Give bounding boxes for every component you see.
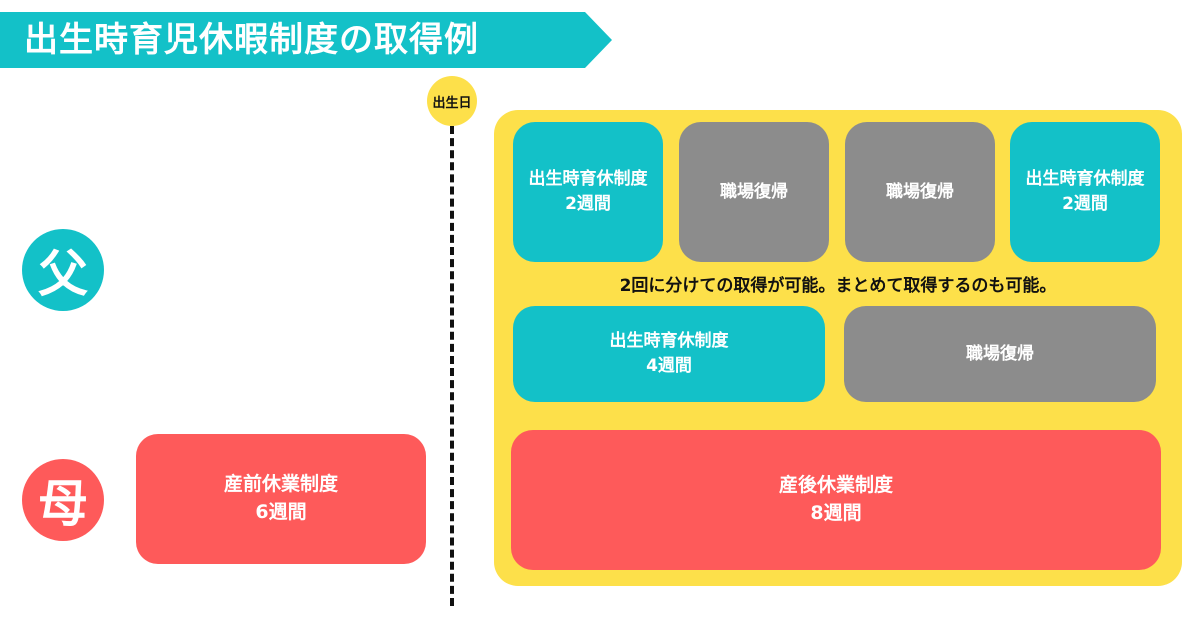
page-title: 出生時育児休暇制度の取得例 xyxy=(24,20,479,60)
paternity-leave-box-2: 出生時育休制度 2週間 xyxy=(1010,122,1160,262)
paternity-leave-box-3: 出生時育休制度 4週間 xyxy=(513,306,825,402)
return-to-work-label: 職場復帰 xyxy=(966,343,1034,364)
paternity-leave-duration: 2週間 xyxy=(565,194,611,214)
prenatal-leave-title: 産前休業制度 xyxy=(223,473,338,496)
prenatal-leave-duration: 6週間 xyxy=(255,501,307,523)
return-to-work-box-1: 職場復帰 xyxy=(679,122,829,262)
mother-badge: 母 xyxy=(22,459,104,541)
paternity-leave-duration: 2週間 xyxy=(1062,194,1108,214)
return-to-work-box-2: 職場復帰 xyxy=(845,122,995,262)
postnatal-leave-box: 産後休業制度 8週間 xyxy=(511,430,1161,570)
father-badge: 父 xyxy=(22,229,104,311)
mother-label: 母 xyxy=(38,475,88,533)
paternity-leave-title: 出生時育休制度 xyxy=(609,331,729,352)
paternity-leave-title: 出生時育休制度 xyxy=(1025,169,1145,190)
split-note: 2回に分けての取得が可能。まとめて取得するのも可能。 xyxy=(619,276,1057,296)
return-to-work-label: 職場復帰 xyxy=(886,181,954,202)
return-to-work-box-3: 職場復帰 xyxy=(844,306,1156,402)
birth-date-label: 出生日 xyxy=(432,95,472,111)
title-banner: 出生時育児休暇制度の取得例 xyxy=(0,12,612,68)
paternity-leave-duration: 4週間 xyxy=(646,356,692,376)
postnatal-leave-duration: 8週間 xyxy=(810,502,862,524)
birth-date-line xyxy=(450,126,454,606)
return-to-work-label: 職場復帰 xyxy=(720,181,788,202)
postnatal-leave-title: 産後休業制度 xyxy=(778,474,893,497)
father-label: 父 xyxy=(38,245,88,303)
birth-date-marker: 出生日 xyxy=(427,76,477,126)
paternity-leave-box-1: 出生時育休制度 2週間 xyxy=(513,122,663,262)
prenatal-leave-box: 産前休業制度 6週間 xyxy=(136,434,426,564)
paternity-leave-title: 出生時育休制度 xyxy=(528,169,648,190)
